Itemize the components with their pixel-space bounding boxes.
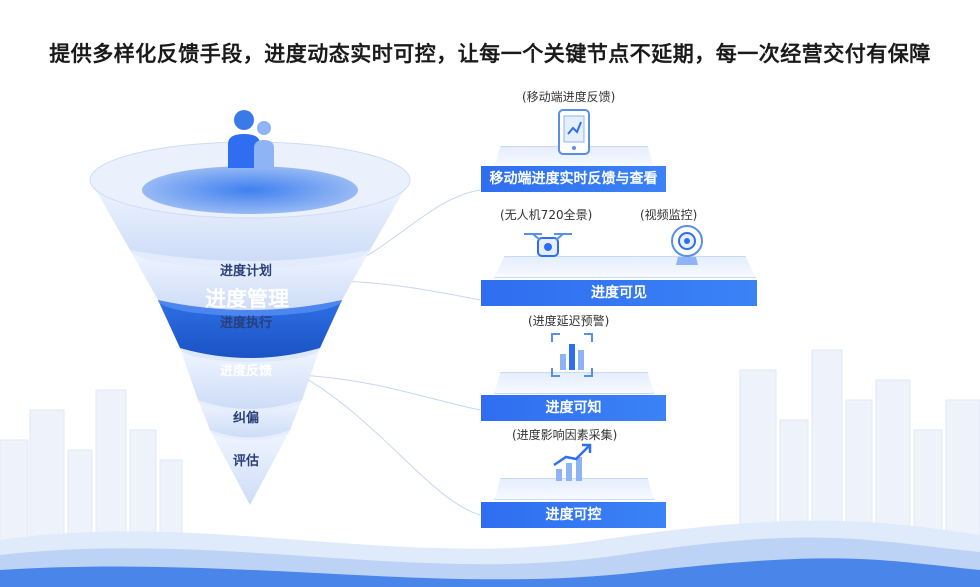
bar-mobile-feedback: 移动端进度实时反馈与查看 xyxy=(481,166,666,192)
growth-chart-icon xyxy=(548,440,596,486)
user-group-icon xyxy=(228,110,274,168)
drone-icon xyxy=(520,226,576,266)
caption-factor-collection: (进度影响因素采集) xyxy=(512,428,618,442)
stage-evaluate: 评估 xyxy=(232,454,259,469)
progress-funnel: 进度管理 进度计划 进度执行 进度反馈 纠偏 评估 xyxy=(80,100,420,510)
tablet-icon xyxy=(554,106,594,158)
camera-icon xyxy=(664,222,710,268)
warning-chart-icon xyxy=(548,330,596,380)
bar-controllable: 进度可控 xyxy=(481,502,666,528)
bar-knowable: 进度可知 xyxy=(481,395,666,421)
stage-execute: 进度执行 xyxy=(219,316,272,331)
stage-correct: 纠偏 xyxy=(232,411,259,426)
stage-plan: 进度计划 xyxy=(219,264,272,279)
caption-drone: (无人机720全景) xyxy=(500,208,593,222)
wave-decoration xyxy=(0,520,980,587)
stage-feedback: 进度反馈 xyxy=(219,364,272,379)
caption-camera: (视频监控) xyxy=(640,208,698,222)
caption-delay-warning: (进度延迟预警) xyxy=(528,314,610,328)
bar-visible: 进度可见 xyxy=(481,280,757,306)
headline: 提供多样化反馈手段，进度动态实时可控，让每一个关键节点不延期，每一次经营交付有保… xyxy=(49,42,931,66)
caption-mobile: (移动端进度反馈) xyxy=(522,90,616,104)
funnel-title: 进度管理 xyxy=(205,287,289,311)
